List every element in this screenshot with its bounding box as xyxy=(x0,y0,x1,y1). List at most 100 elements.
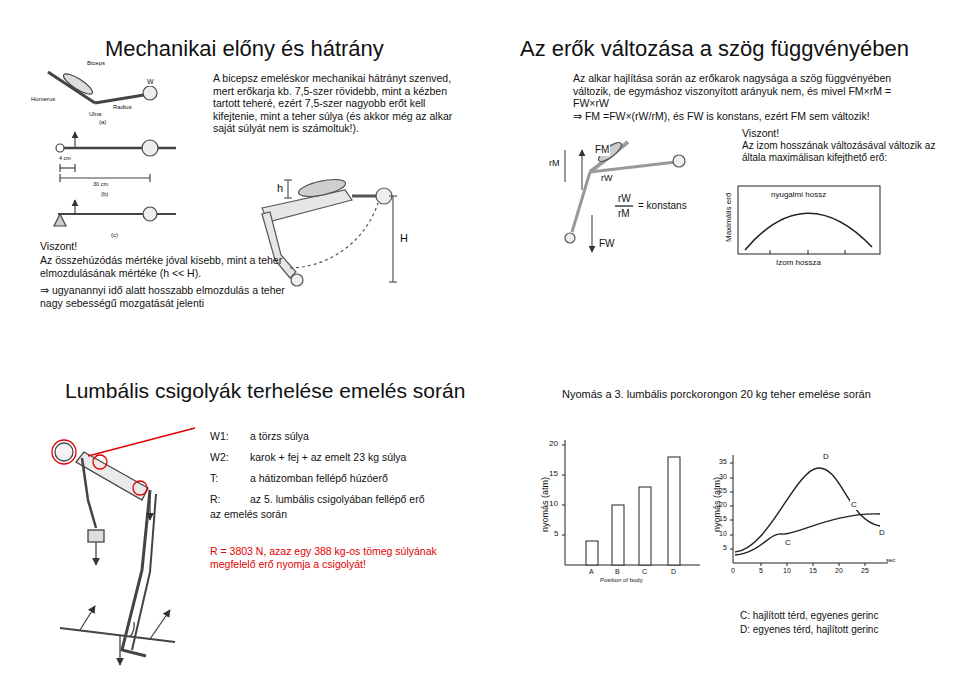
arm-figure xyxy=(352,195,378,198)
lifting-figure xyxy=(52,440,76,464)
arm-figure xyxy=(58,213,176,215)
tick-label: 15 xyxy=(549,469,558,479)
arm-figure xyxy=(60,167,75,168)
legend-key: W1: xyxy=(210,430,229,443)
arm-figure xyxy=(74,200,75,214)
part-label: Radius xyxy=(112,104,133,111)
figure-letter: (b) xyxy=(100,191,109,198)
arm-figure xyxy=(389,281,397,282)
symbol-label: rW xyxy=(600,173,614,184)
part-label: Biceps xyxy=(86,60,106,67)
tick-label: 15 xyxy=(809,567,817,575)
lifting-figure xyxy=(119,635,120,665)
lifting-figure xyxy=(88,530,104,542)
line-chart xyxy=(735,468,880,552)
bar-chart xyxy=(565,440,566,565)
slide-title: Az erők változása a szög függvényében xyxy=(520,36,909,62)
tick-label: 35 xyxy=(719,458,727,466)
legend-text: a hátizomban fellépő húzóerő xyxy=(250,472,388,485)
tick-label: 5 xyxy=(723,544,727,552)
dimension: H xyxy=(399,232,409,245)
arm-figure xyxy=(590,162,676,172)
tick-label: C xyxy=(642,568,647,576)
arm-figure xyxy=(56,144,64,152)
arm-figure xyxy=(59,174,60,182)
lifting-figure xyxy=(82,458,96,528)
tick-label: 15 xyxy=(719,515,727,523)
arm-figure xyxy=(143,86,157,100)
tick-label: 25 xyxy=(719,487,727,495)
figure-letter: (c) xyxy=(110,232,119,239)
length-tension-chart xyxy=(745,213,872,250)
arm-figure xyxy=(262,176,397,286)
line-chart xyxy=(839,563,840,566)
line-chart xyxy=(730,520,733,521)
part-label: W xyxy=(146,78,155,86)
body-text: A bicepsz emeléskor mechanikai hátrányt … xyxy=(213,72,463,135)
arm-figure xyxy=(61,71,95,98)
warning-text: R = 3803 N, azaz egy 388 kg-os tömeg súl… xyxy=(210,545,455,570)
slide-title: Lumbális csigolyák terhelése emelés sorá… xyxy=(65,378,465,403)
tick-label: 30 xyxy=(719,473,727,481)
slide-title: Mechanikai előny és hátrány xyxy=(105,36,384,62)
arm-figure xyxy=(60,177,150,178)
bar-chart xyxy=(562,475,565,476)
lifting-figure xyxy=(88,428,195,456)
arm-figure xyxy=(74,132,75,148)
body-text: ⇒ FM =FW×(rW/rM), és FW is konstans, ezé… xyxy=(573,110,933,123)
tick-label: 20 xyxy=(719,501,727,509)
axis-title: Izom hossza xyxy=(776,258,821,268)
bar-chart xyxy=(668,457,680,565)
lifting-figure xyxy=(95,542,96,565)
symbol-label: rM xyxy=(548,158,561,169)
bar-chart xyxy=(612,505,624,565)
lifting-figure xyxy=(150,610,170,639)
arm-figure xyxy=(284,197,292,198)
arm-figure xyxy=(149,174,150,182)
arm-figure xyxy=(389,195,397,196)
tick-label: B xyxy=(615,568,620,576)
body-text: Az izom hosszának változásával változik … xyxy=(742,140,940,164)
legend-text: a törzs súlya xyxy=(250,430,309,443)
part-label: Ulna xyxy=(88,111,102,118)
arm-figure xyxy=(615,205,633,206)
line-chart xyxy=(735,514,880,555)
legend-key: T: xyxy=(210,472,218,485)
arm-figure xyxy=(284,179,292,180)
tick-label: 20 xyxy=(835,567,843,575)
axis-title: Maximális erő xyxy=(724,193,734,242)
body-text: Viszont! xyxy=(40,240,77,253)
line-chart xyxy=(733,455,734,563)
lifting-figure xyxy=(132,494,156,650)
legend-text: C: hajlított térd, egyenes gerinc xyxy=(740,610,878,622)
bar-chart xyxy=(562,505,565,506)
arm-figure xyxy=(95,94,150,103)
length-tension-chart xyxy=(770,250,771,254)
arm-figure xyxy=(581,150,582,190)
line-chart xyxy=(865,563,866,566)
curve-label: D xyxy=(878,528,886,538)
figure-letter: (a) xyxy=(98,119,107,126)
bar-chart xyxy=(562,535,565,536)
arm-figure xyxy=(564,150,565,182)
legend-key: W2: xyxy=(210,451,229,464)
curve-label: nyugalmi hossz xyxy=(770,190,827,200)
line-chart xyxy=(761,563,762,566)
body-text: Viszont! xyxy=(742,127,779,140)
legend-text: karok + fej + az emelt 23 kg súlya xyxy=(250,451,406,464)
arm-figure xyxy=(142,140,158,156)
legend-text: D: egyenes térd, hajlított gerinc xyxy=(740,624,878,636)
part-label: Humerus xyxy=(30,96,56,103)
curve-label: C xyxy=(784,538,792,548)
arm-figure xyxy=(287,180,288,198)
length-tension-chart xyxy=(738,186,880,254)
lifting-figure xyxy=(60,628,175,642)
tick-label: 10 xyxy=(719,530,727,538)
tick-label: 20 xyxy=(549,439,558,449)
arm-figure xyxy=(291,274,303,286)
symbol-label: FW xyxy=(598,238,616,250)
legend-text: az 5. lumbális csigolyában fellépő erő xyxy=(250,493,425,506)
lifting-figure xyxy=(55,443,73,461)
tick-label: 10 xyxy=(783,567,791,575)
